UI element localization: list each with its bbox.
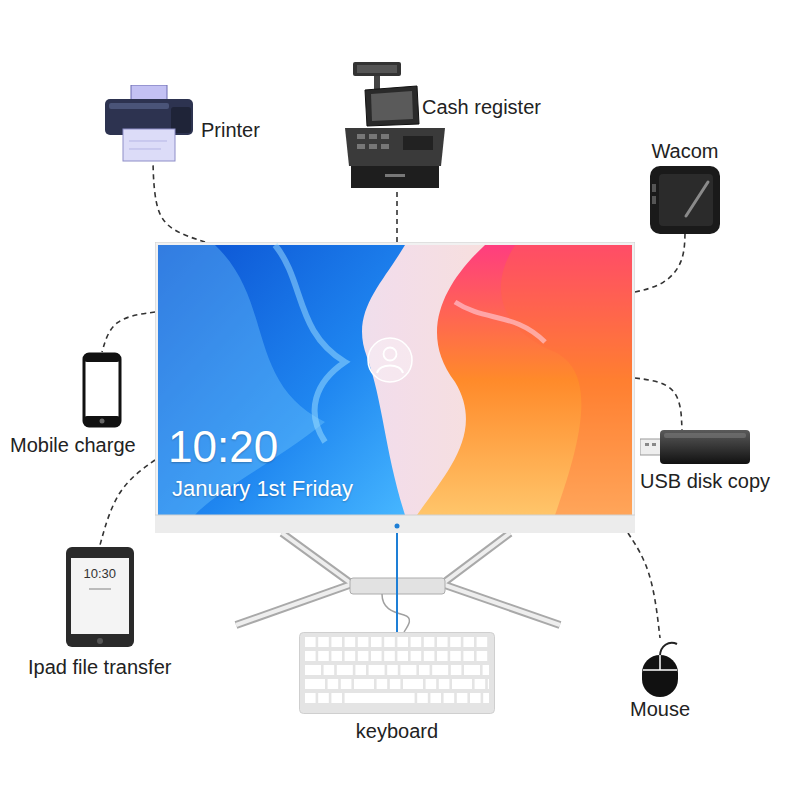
mobile-device: Mobile charge (10, 352, 136, 457)
screen-illustration (155, 242, 635, 533)
printer-device: Printer (105, 85, 260, 163)
ipad-device: 10:30Ipad file transfer (28, 546, 171, 679)
printer-device-icon (105, 85, 193, 161)
keyboard-cable-line (396, 533, 398, 632)
keyboard-device-icon (299, 632, 495, 714)
ipad-device-icon: 10:30 (65, 546, 135, 648)
mouse-device-icon (642, 643, 678, 697)
wacom-device-icon (650, 166, 720, 234)
cash-register-device-icon (345, 62, 445, 190)
printer-device-icon (105, 85, 193, 163)
clock-time: 10:20 (168, 422, 635, 472)
cash-register-device-icon (345, 62, 445, 190)
wacom-device: Wacom (650, 140, 720, 234)
dashed-connector (635, 378, 682, 430)
ipad-device-icon (66, 547, 134, 647)
dashed-connector (153, 163, 205, 242)
mouse-device: Mouse (630, 638, 690, 721)
ipad-device-icon (65, 546, 135, 648)
screen-time: 10:30 (65, 546, 135, 581)
keyboard-device-icon (300, 633, 495, 714)
usb-disk-device: USB disk copy (640, 430, 770, 493)
printer-device-icon (105, 85, 193, 163)
device-label: Ipad file transfer (28, 656, 171, 679)
mouse-device-icon (639, 638, 681, 698)
usb-disk-device-icon (640, 430, 750, 464)
device-label: Printer (201, 119, 260, 142)
keyboard-device: keyboard (299, 632, 495, 743)
wacom-device-icon (650, 166, 720, 234)
device-label: USB disk copy (640, 470, 770, 493)
device-label: keyboard (356, 720, 438, 743)
dashed-connector (635, 234, 685, 292)
dashed-connector (396, 190, 398, 242)
dashed-connector (100, 460, 155, 546)
usb-disk-device-icon (640, 430, 750, 464)
cash-register-device-icon (345, 62, 445, 188)
mouse-device-icon (639, 638, 681, 698)
cash-register-device: Cash register (345, 62, 541, 190)
all-in-one-monitor: 10:20January 1st Friday (155, 242, 635, 533)
mobile-device-icon (82, 352, 122, 428)
clock-date: January 1st Friday (172, 476, 635, 502)
usb-disk-device-icon (640, 430, 750, 464)
dashed-connector (102, 312, 155, 352)
wacom-device-icon (650, 166, 720, 234)
device-label: Mobile charge (10, 434, 136, 457)
device-label: Mouse (630, 698, 690, 721)
mobile-device-icon (82, 352, 122, 428)
device-label: Wacom (651, 140, 718, 163)
device-label: Cash register (422, 96, 541, 119)
mobile-device-icon (84, 354, 120, 426)
keyboard-device-icon (299, 632, 495, 714)
dashed-connector (628, 533, 660, 638)
